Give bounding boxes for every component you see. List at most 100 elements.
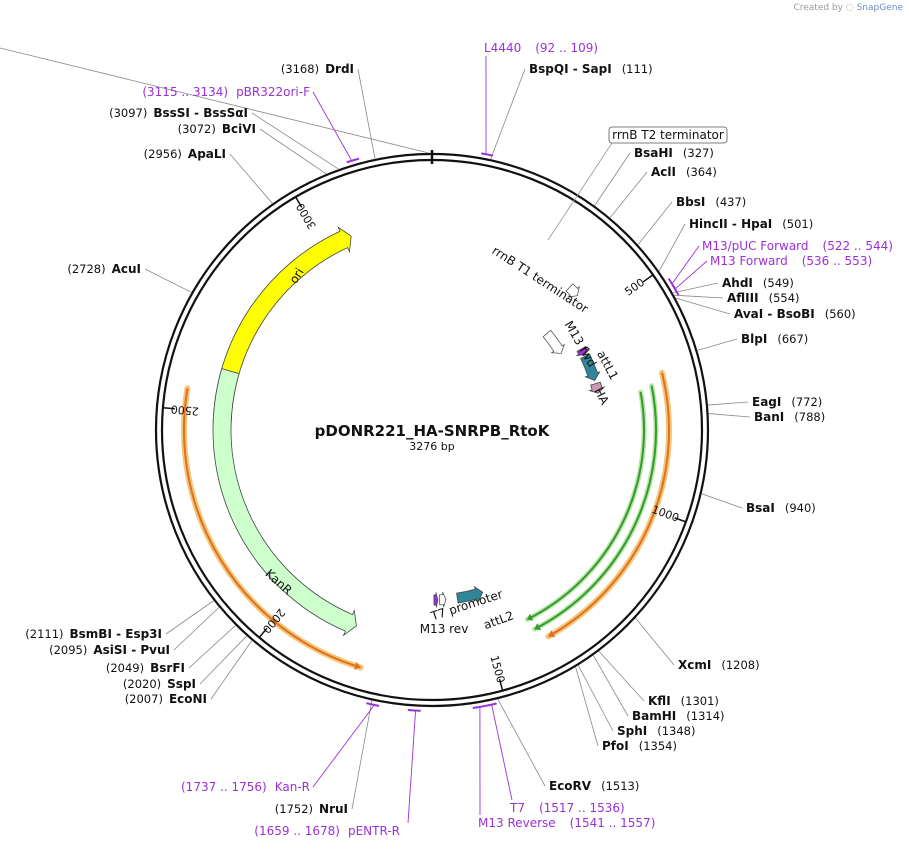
enzyme-position: (2020) (123, 677, 161, 691)
leader-line (547, 142, 613, 241)
enzyme-position: (111) (622, 62, 653, 76)
enzyme-site-econi[interactable]: EcoNI(2007) (125, 692, 207, 706)
enzyme-site-nrui[interactable]: NruI(1752) (275, 802, 348, 816)
enzyme-site-bani[interactable]: BanI(788) (754, 410, 825, 424)
tick-mark (674, 517, 687, 523)
tick-label: 500 (622, 276, 647, 299)
enzyme-site-bsmbi-esp3i[interactable]: BsmBI - Esp3I(2111) (25, 627, 162, 641)
rrnb-t2-callout-label: rrnB T2 terminator (612, 128, 724, 142)
enzyme-name: BsaHI (634, 146, 673, 160)
enzyme-position: (667) (777, 332, 808, 346)
feature-m13-fwd (576, 346, 591, 356)
enzyme-site-acui[interactable]: AcuI(2728) (67, 262, 141, 276)
enzyme-position: (327) (683, 146, 714, 160)
primer-range: (3115 .. 3134) (142, 85, 228, 99)
primer-pentr-r[interactable]: pENTR-R(1659 .. 1678) (254, 709, 421, 838)
leader-line (598, 650, 645, 702)
primer-leader (491, 705, 513, 801)
leader-line (675, 297, 731, 315)
enzyme-site-bsahi[interactable]: BsaHI (327) (634, 146, 714, 160)
enzyme-name: AsiSI - PvuI (93, 643, 170, 657)
leader-line (497, 698, 546, 787)
primer-m13-forward[interactable]: M13 Forward(536 .. 553) (671, 254, 873, 296)
enzyme-site-sspi[interactable]: SspI (2020) (123, 677, 196, 691)
primer-t7[interactable]: T7(1517 .. 1536) (483, 702, 625, 816)
primer-range: (522 .. 544) (823, 239, 893, 253)
enzyme-site-xcmi[interactable]: XcmI(1208) (678, 658, 760, 672)
primer-pbr322ori-f[interactable]: pBR322ori-F(3115 .. 3134) (142, 85, 360, 164)
enzyme-site-ahdi[interactable]: AhdI(549) (722, 276, 794, 290)
snapgene-watermark: Created by ◌ SnapGene (793, 3, 903, 13)
enzyme-site-bsssi-bsss-i[interactable]: BssSI - BssSαI(3097) (109, 106, 248, 120)
enzyme-name: EcoRV (549, 779, 592, 793)
enzyme-name: EagI (752, 395, 781, 409)
enzyme-site-bsrfi[interactable]: BsrFI (2049) (106, 661, 185, 675)
enzyme-position: (2049) (106, 661, 144, 675)
feature-label-rrnb-t1-terminator: rrnB T1 terminator (490, 243, 591, 316)
leader-line (708, 413, 751, 418)
enzyme-site-bamhi[interactable]: BamHI(1314) (632, 709, 725, 723)
enzyme-site-asisi-pvui[interactable]: AsiSI - PvuI(2095) (49, 643, 170, 657)
feature-label-attl2: attL2 (482, 608, 516, 632)
leader-line (658, 223, 686, 272)
enzyme-position: (2111) (25, 627, 63, 641)
enzyme-name: BssSI - BssSαI (153, 106, 248, 120)
enzyme-position: (3168) (281, 62, 319, 76)
feature-m13-rev (433, 592, 439, 608)
enzyme-name: AcuI (112, 262, 141, 276)
enzyme-name: SspI (167, 677, 196, 691)
enzyme-site-avai-bsobi[interactable]: AvaI - BsoBI(560) (734, 307, 856, 321)
enzyme-site-ecorv[interactable]: EcoRV(1513) (549, 779, 639, 793)
primer-mark (407, 709, 421, 712)
primer-name: T7 (509, 801, 525, 815)
leader-line (251, 112, 339, 170)
enzyme-site-bsai[interactable]: BsaI(940) (746, 501, 816, 515)
enzyme-name: BsrFI (150, 661, 185, 675)
primer-range: (1659 .. 1678) (254, 824, 340, 838)
feature-rrnb-t2-terminator (565, 283, 580, 298)
enzyme-site-blpi[interactable]: BlpI(667) (741, 332, 808, 346)
primer-leader (312, 91, 352, 161)
enzyme-site-apali[interactable]: ApaLI(2956) (144, 147, 226, 161)
leader-line (144, 268, 192, 293)
primer-m13-reverse[interactable]: M13 Reverse(1541 .. 1557) (472, 705, 656, 830)
primer-leader (675, 260, 708, 289)
primer-l4440[interactable]: L4440(92 .. 109) (481, 41, 598, 157)
enzyme-site-drdi[interactable]: DrdI(3168) (281, 62, 354, 76)
orf-arc (548, 372, 670, 638)
enzyme-site-eagi[interactable]: EagI(772) (752, 395, 822, 409)
leader-line (199, 635, 248, 685)
primer-m13-puc-forward[interactable]: M13/pUC Forward(522 .. 544) (667, 239, 893, 292)
tick-mark (295, 196, 303, 208)
enzyme-site-bspqi-sapi[interactable]: BspQI - SapI(111) (529, 62, 653, 76)
enzyme-site-bbsi[interactable]: BbsI(437) (676, 195, 746, 209)
enzyme-site-kfli[interactable]: KflI(1301) (648, 694, 719, 708)
primer-name: M13 Forward (710, 254, 788, 268)
enzyme-name: AclI (651, 165, 676, 179)
leader-line (635, 617, 675, 666)
arc-arrowhead (354, 662, 361, 670)
leader-line (259, 128, 327, 175)
enzyme-name: BciVI (222, 122, 256, 136)
enzyme-site-acli[interactable]: AclI(364) (651, 165, 717, 179)
primer-kan-r[interactable]: Kan-R(1737 .. 1756) (181, 702, 380, 794)
primer-mark (472, 705, 485, 709)
enzyme-site-afliii[interactable]: AflIII(554) (727, 291, 800, 305)
primer-mark (483, 702, 497, 708)
enzyme-site-sphi[interactable]: SphI(1348) (617, 724, 696, 738)
enzyme-name: NruI (319, 802, 348, 816)
tick-mark (162, 407, 175, 410)
primer-range: (1737 .. 1756) (181, 780, 267, 794)
leader-line (165, 600, 215, 635)
enzyme-name: SphI (617, 724, 647, 738)
primer-name: L4440 (484, 41, 521, 55)
feature-attl1 (580, 353, 601, 382)
enzyme-position: (501) (782, 217, 813, 231)
gene-arc (534, 385, 658, 630)
enzyme-site-bcivi[interactable]: BciVI(3072) (178, 122, 256, 136)
enzyme-position: (549) (763, 276, 794, 290)
enzyme-position: (437) (715, 195, 746, 209)
enzyme-site-pfoi[interactable]: PfoI(1354) (602, 739, 677, 753)
enzyme-site-hincii-hpai[interactable]: HincII - HpaI(501) (689, 217, 813, 231)
